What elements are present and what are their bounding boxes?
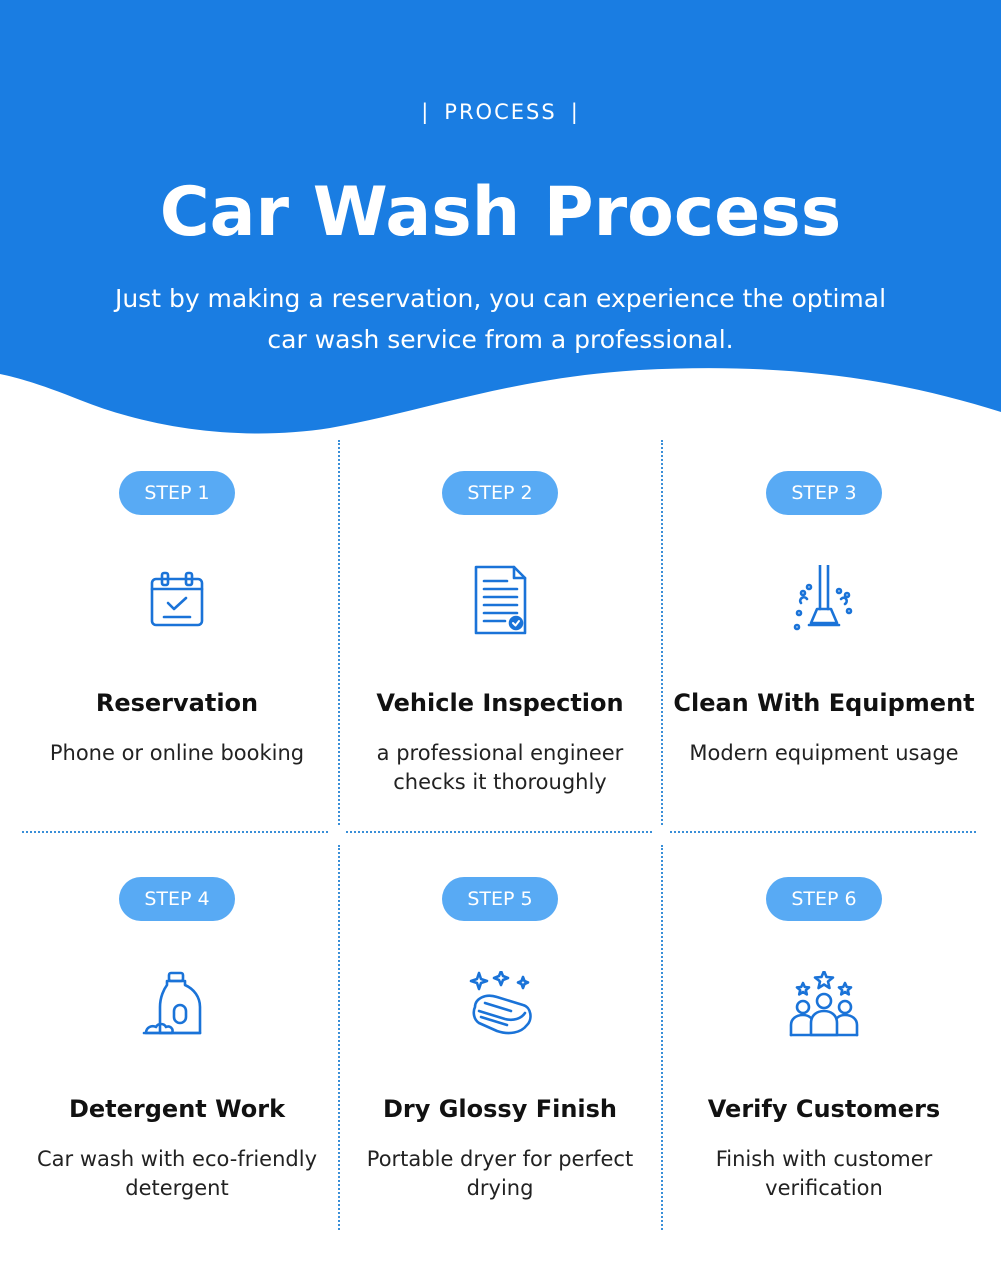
divider-vertical xyxy=(338,845,340,1230)
step-description: Modern equipment usage xyxy=(689,741,959,765)
step-card-inspection: STEP 2 Vehicle Inspection a professional… xyxy=(338,440,662,797)
divider-vertical xyxy=(338,440,340,825)
step-description: Finish with customer verification xyxy=(715,1147,933,1200)
step-badge: STEP 1 xyxy=(119,471,235,515)
section-eyebrow: |PROCESS| xyxy=(421,100,580,124)
step-title: Clean With Equipment xyxy=(673,689,975,717)
step-description: Portable dryer for perfect drying xyxy=(366,1147,634,1200)
page-subtitle: Just by making a reservation, you can ex… xyxy=(114,284,887,354)
pressure-washer-icon xyxy=(793,565,853,631)
step-badge: STEP 4 xyxy=(119,877,235,921)
step-badge: STEP 5 xyxy=(442,877,558,921)
step-card-equipment: STEP 3 Clean With Equipment Modern equip… xyxy=(662,440,986,768)
step-title: Verify Customers xyxy=(707,1095,941,1123)
detergent-bottle-icon xyxy=(142,971,202,1035)
step-badge: STEP 6 xyxy=(766,877,882,921)
page-title: Car Wash Process xyxy=(159,173,842,252)
step-description: Car wash with eco-friendly detergent xyxy=(37,1147,318,1200)
hero-banner: |PROCESS| Car Wash Process Just by makin… xyxy=(0,0,1001,440)
step-card-dry-finish: STEP 5 Dry Glossy Finish Portable dryer … xyxy=(338,846,662,1203)
divider-horizontal xyxy=(22,831,328,833)
steps-grid: STEP 1 Reservation Phone or online booki… xyxy=(0,440,1001,1240)
hero-wave-background xyxy=(0,0,1001,434)
step-badge: STEP 2 xyxy=(442,471,558,515)
divider-vertical xyxy=(661,845,663,1230)
divider-vertical xyxy=(661,440,663,825)
document-check-icon xyxy=(474,565,527,635)
sparkling-towel-icon xyxy=(469,971,532,1035)
calendar-check-icon xyxy=(150,571,204,627)
step-title: Dry Glossy Finish xyxy=(382,1095,618,1123)
step-title: Vehicle Inspection xyxy=(376,689,624,717)
divider-horizontal xyxy=(670,831,976,833)
customers-stars-icon xyxy=(789,971,859,1037)
step-card-verify: STEP 6 Verify Customers Finish with cust… xyxy=(662,846,986,1203)
divider-horizontal xyxy=(346,831,652,833)
step-title: Detergent Work xyxy=(68,1095,286,1123)
step-card-reservation: STEP 1 Reservation Phone or online booki… xyxy=(15,440,339,768)
step-description: a professional engineer checks it thorou… xyxy=(376,741,624,794)
step-card-detergent: STEP 4 Detergent Work Car wash with eco-… xyxy=(15,846,339,1203)
step-title: Reservation xyxy=(95,689,259,717)
step-description: Phone or online booking xyxy=(49,741,305,765)
step-badge: STEP 3 xyxy=(766,471,882,515)
